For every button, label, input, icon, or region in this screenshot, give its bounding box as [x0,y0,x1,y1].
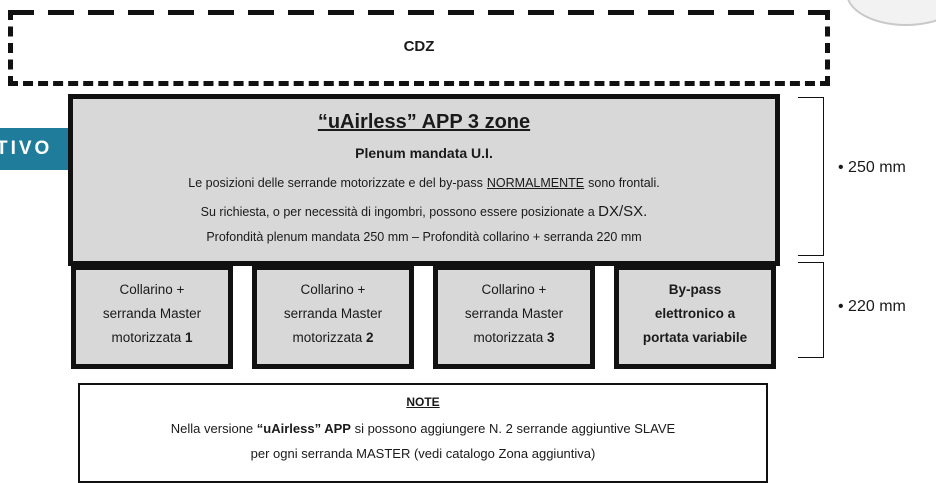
dimension-bracket-220 [798,262,824,358]
decorative-shape [846,0,936,26]
plenum-box: “uAirless” APP 3 zone Plenum mandata U.I… [68,94,780,266]
damper-box-3: Collarino + serranda Master motorizzata … [433,265,595,369]
box-line: Collarino + [119,282,185,297]
box-line: portata variabile [642,330,748,345]
dimension-label-220: • 220 mm [838,298,906,315]
plenum-text-line: Su richiesta, o per necessità di ingombr… [200,203,648,220]
bypass-box: By-pass elettronico a portata variabile [614,265,776,369]
note-text-line: per ogni serranda MASTER (vedi catalogo … [250,446,596,461]
note-box: NOTE Nella versione “uAirless” APP si po… [78,383,768,483]
box-line: elettronico a [654,306,736,321]
cdz-top-dashes [8,10,830,15]
note-title: NOTE [406,395,440,409]
damper-box-2: Collarino + serranda Master motorizzata … [252,265,414,369]
note-text-line: Nella versione “uAirless” APP si possono… [170,421,676,436]
plenum-subtitle: Plenum mandata U.I. [355,145,493,161]
box-line: Collarino + [300,282,366,297]
box-line: By-pass [668,282,722,297]
dimension-bracket-250 [798,97,824,256]
damper-box-1: Collarino + serranda Master motorizzata … [71,265,233,369]
box-line: serranda Master [464,306,564,321]
plenum-title: “uAirless” APP 3 zone [317,111,531,133]
box-line: motorizzata 3 [473,330,555,345]
plenum-text-line: Profondità plenum mandata 250 mm – Profo… [206,230,642,244]
box-line: Collarino + [481,282,547,297]
box-line: motorizzata 2 [292,330,374,345]
box-line: serranda Master [283,306,383,321]
cdz-dashed-box [8,10,830,86]
box-line: serranda Master [102,306,202,321]
dimension-label-250: • 250 mm [838,159,906,176]
plenum-text-line: Le posizioni delle serrande motorizzate … [188,176,660,190]
box-line: motorizzata 1 [111,330,193,345]
cdz-label: CDZ [403,38,435,55]
